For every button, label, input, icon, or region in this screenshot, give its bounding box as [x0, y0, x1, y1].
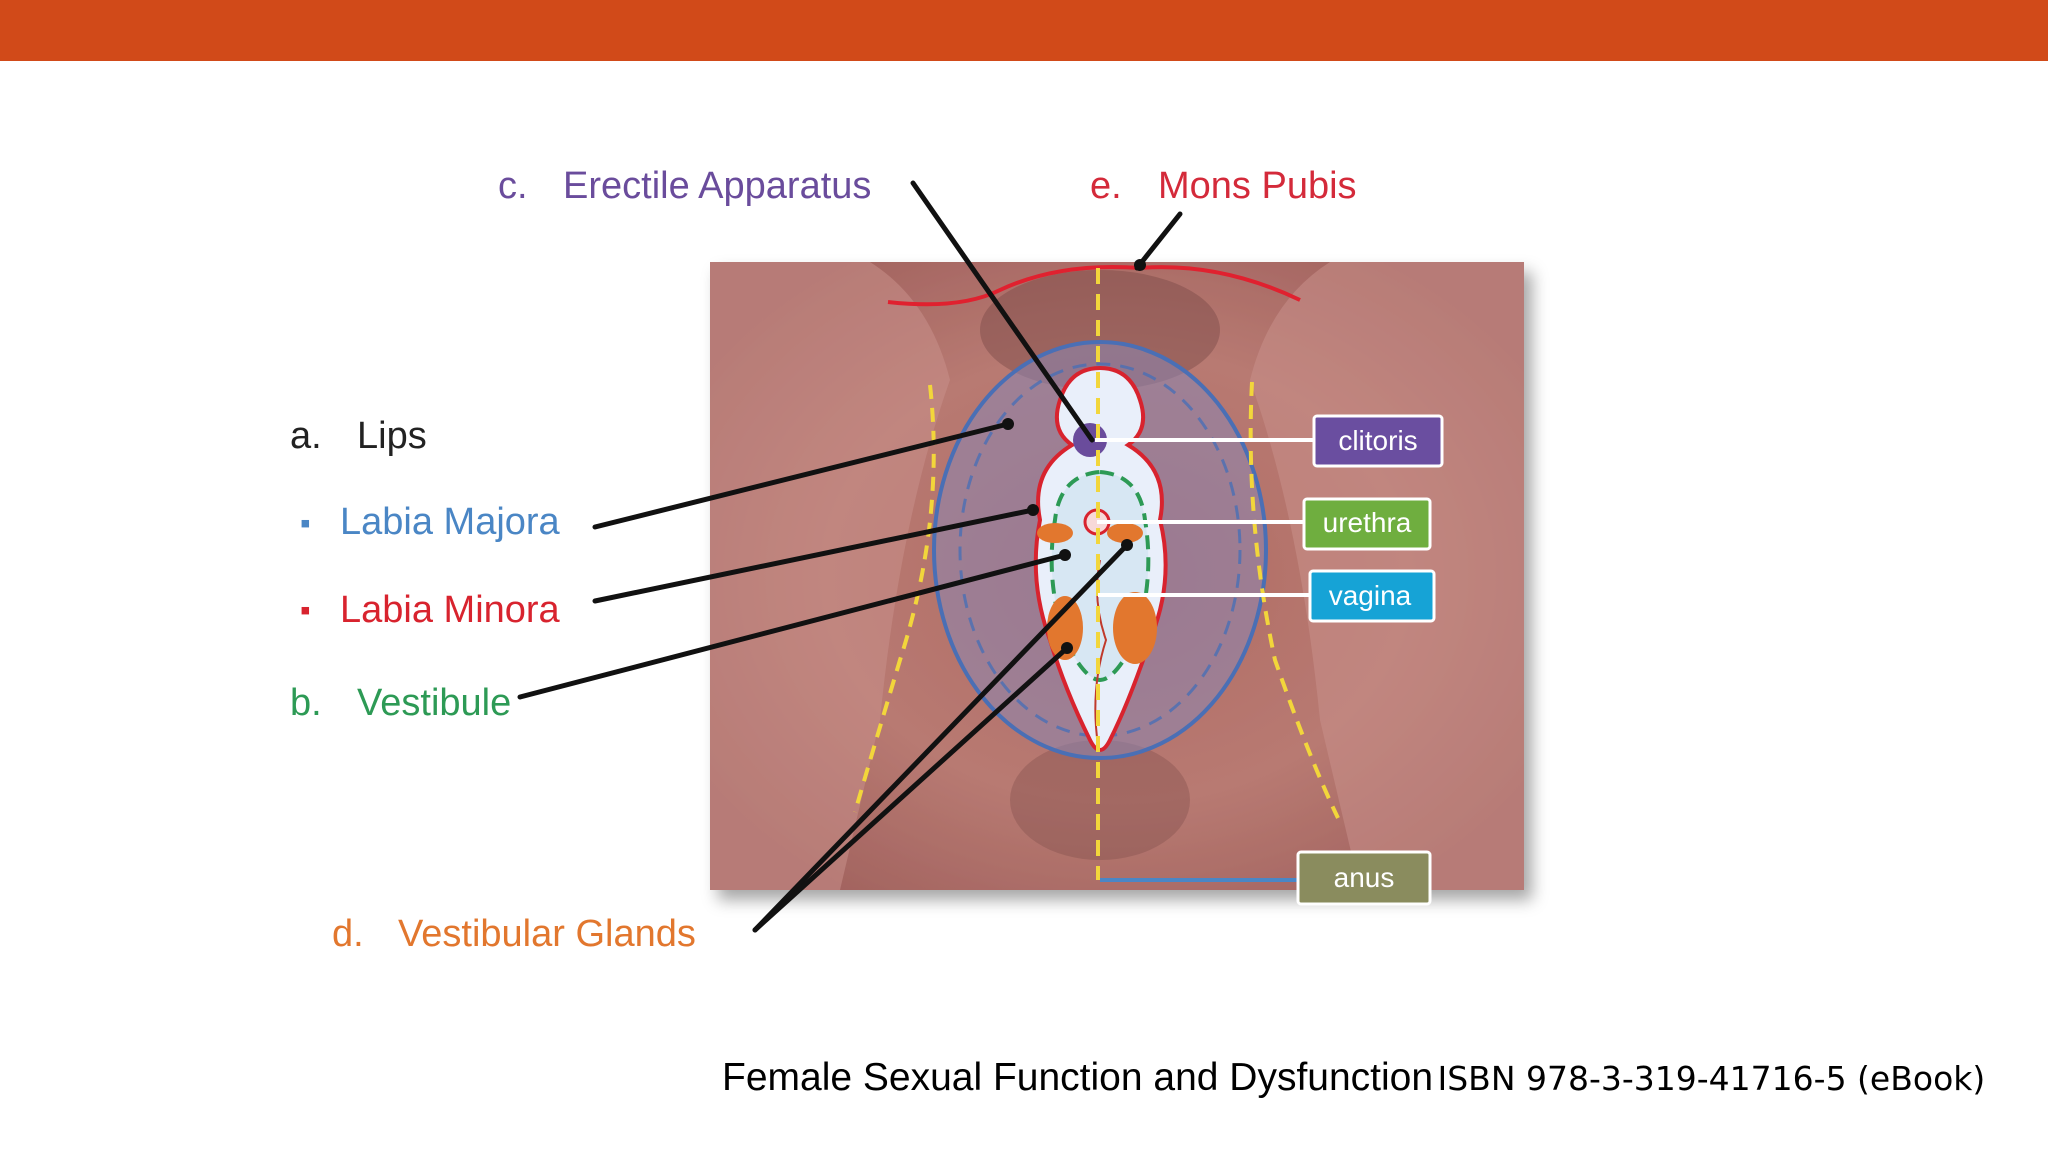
- label-labia-minora: Labia Minora: [340, 589, 561, 631]
- caption-title: Female Sexual Function and Dysfunction: [722, 1056, 1434, 1099]
- vagina-box: vagina: [1308, 569, 1436, 623]
- caption-isbn: ISBN 978-3-319-41716-5 (eBook): [1437, 1059, 1986, 1098]
- urethra-box-label: urethra: [1323, 507, 1412, 538]
- mons-pubis-boundary: [887, 264, 1301, 307]
- anus-box-label: anus: [1334, 862, 1395, 893]
- label-vestibule-letter: b.: [290, 682, 322, 724]
- label-erectile-apparatus-letter: c.: [498, 165, 528, 207]
- indicator-lines: [1095, 438, 1315, 597]
- gland-right-lower: [1113, 592, 1157, 664]
- gland-right-upper: [1107, 523, 1143, 543]
- gland-left-upper: [1037, 523, 1073, 543]
- label-erectile-apparatus: Erectile Apparatus: [563, 165, 871, 207]
- clitoris-box-label: clitoris: [1338, 425, 1417, 456]
- label-vestibular-glands: Vestibular Glands: [398, 913, 696, 955]
- leader-lines: [517, 180, 1183, 933]
- urethra-box-bg: [1302, 497, 1432, 551]
- gland-left-lower: [1047, 596, 1083, 660]
- label-mons-pubis-letter: e.: [1090, 165, 1122, 207]
- clitoris-box: clitoris: [1312, 414, 1444, 468]
- label-labia-minora-bullet: ▪: [300, 594, 311, 627]
- top-accent-bar: [0, 0, 2048, 61]
- label-lips-letter: a.: [290, 415, 322, 457]
- label-labia-majora-bullet: ▪: [300, 507, 311, 540]
- urethra-box: urethra: [1302, 497, 1432, 551]
- vagina-box-bg: [1308, 569, 1436, 623]
- label-vestibule: Vestibule: [357, 682, 511, 724]
- source-caption: Female Sexual Function and Dysfunction I…: [722, 1056, 1985, 1100]
- label-labia-majora: Labia Majora: [340, 501, 561, 543]
- label-vestibular-glands-letter: d.: [332, 913, 364, 955]
- vagina-box-label: vagina: [1329, 580, 1412, 611]
- anus-box: anus: [1296, 850, 1432, 906]
- label-lips: Lips: [357, 415, 427, 457]
- anus-box-bg: [1296, 850, 1432, 906]
- clitoris-box-bg: [1312, 414, 1444, 468]
- label-mons-pubis: Mons Pubis: [1158, 165, 1357, 207]
